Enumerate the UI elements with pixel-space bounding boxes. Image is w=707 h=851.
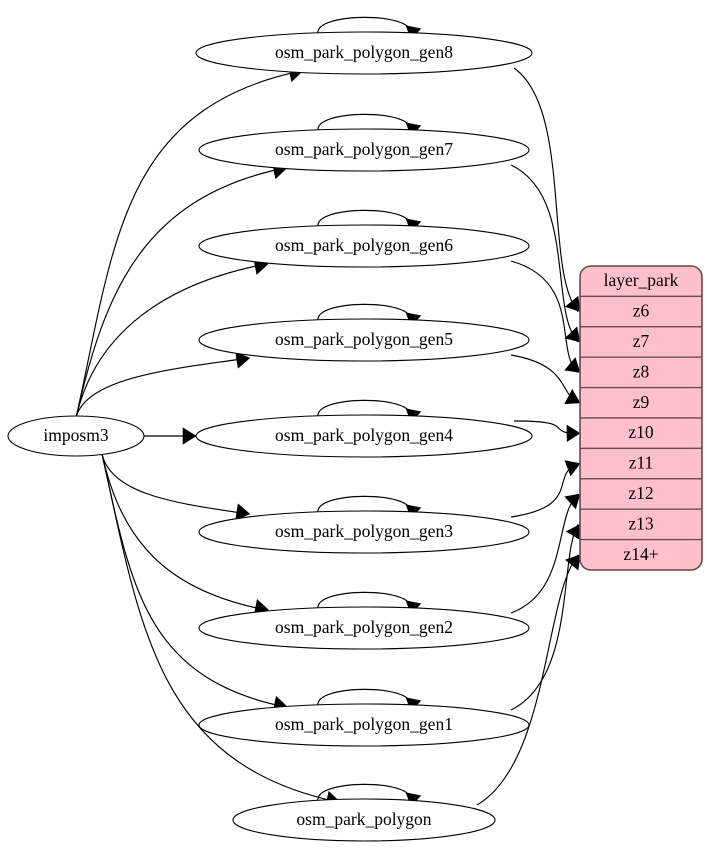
- table-row-label: z8: [633, 361, 650, 381]
- source-edge: [101, 453, 338, 803]
- node-label: osm_park_polygon_gen7: [275, 139, 453, 159]
- node-label: osm_park_polygon_gen8: [275, 42, 453, 62]
- layer-edge: [513, 67, 579, 312]
- node-osm_park_polygon_gen6[interactable]: osm_park_polygon_gen6: [198, 224, 530, 268]
- layer-edge: [510, 354, 579, 404]
- node-label: osm_park_polygon_gen1: [275, 714, 453, 734]
- source-edge: [75, 357, 248, 419]
- node-ellipse-shape: [198, 224, 530, 268]
- table-row-z8[interactable]: [580, 356, 702, 389]
- node-label: osm_park_polygon_gen4: [275, 425, 453, 445]
- layer-park-table: layer_park z6 z7 z8 z9 z10 z11 z12 z13 z14+: [579, 265, 703, 571]
- source-edge-arrow: [182, 427, 197, 445]
- node-ellipse-shape: [198, 510, 530, 554]
- layer-edge-arrow: [564, 326, 581, 343]
- node-osm_park_polygon_gen2[interactable]: osm_park_polygon_gen2: [198, 606, 530, 650]
- node-osm_park_polygon[interactable]: osm_park_polygon: [232, 798, 496, 842]
- layer-edge: [476, 554, 579, 806]
- table-row-label: z6: [633, 301, 650, 321]
- layer-edge-arrow: [564, 357, 581, 373]
- table-body: layer_park z6 z7 z8 z9 z10 z11 z12 z13 z14+: [580, 266, 702, 570]
- layer-edge-arrow: [564, 493, 581, 510]
- edges-layer: [75, 16, 581, 808]
- nodes-layer: osm_park_polygon_gen8 osm_park_polygon_ge…: [7, 31, 533, 842]
- table-row-z14+[interactable]: [580, 538, 702, 570]
- node-ellipse-shape: [198, 703, 530, 747]
- node-osm_park_polygon_gen7[interactable]: osm_park_polygon_gen7: [198, 128, 530, 172]
- node-label: imposm3: [43, 425, 108, 445]
- source-edge: [101, 453, 286, 708]
- node-ellipse-shape: [198, 128, 530, 172]
- table-row-label: z11: [629, 453, 654, 473]
- table-row-label: z9: [633, 392, 650, 412]
- node-ellipse-shape: [232, 798, 496, 842]
- table-row-label: z7: [633, 331, 650, 351]
- layer-edge-arrow: [566, 424, 581, 442]
- table-outline: [579, 265, 703, 571]
- node-osm_park_polygon_gen1[interactable]: osm_park_polygon_gen1: [198, 703, 530, 747]
- node-imposm3[interactable]: imposm3: [7, 415, 145, 457]
- table-row-label: z13: [628, 513, 654, 533]
- source-edge-arrow: [235, 351, 251, 369]
- node-ellipse-shape: [198, 606, 530, 650]
- layer-edge: [510, 524, 579, 711]
- source-edge: [75, 70, 301, 419]
- layer-edge-arrow: [564, 295, 581, 313]
- layer-edge-arrow: [564, 388, 581, 405]
- source-edge-arrow: [235, 503, 251, 521]
- layer-edge: [510, 260, 579, 373]
- table-row-label: z12: [628, 483, 653, 503]
- node-label: osm_park_polygon_gen3: [275, 521, 453, 541]
- table-header-label: layer_park: [604, 270, 679, 290]
- layer-edge: [510, 164, 579, 343]
- node-label: osm_park_polygon: [296, 809, 431, 829]
- table-row-label: z10: [628, 422, 654, 442]
- table-row-z11[interactable]: [580, 447, 702, 480]
- node-osm_park_polygon_gen8[interactable]: osm_park_polygon_gen8: [195, 31, 533, 75]
- node-ellipse-shape: [7, 415, 145, 457]
- node-osm_park_polygon_gen5[interactable]: osm_park_polygon_gen5: [198, 318, 530, 362]
- table-row-z9[interactable]: [580, 386, 702, 419]
- layer-edge-arrow: [564, 460, 581, 477]
- node-osm_park_polygon_gen3[interactable]: osm_park_polygon_gen3: [198, 510, 530, 554]
- table-row-z6[interactable]: [580, 295, 702, 328]
- table-row-label: z14+: [623, 544, 658, 564]
- node-label: osm_park_polygon_gen5: [275, 329, 453, 349]
- source-edge: [75, 167, 285, 419]
- node-ellipse-shape: [198, 318, 530, 362]
- source-edge: [101, 453, 267, 611]
- source-edge: [75, 263, 267, 419]
- node-label: osm_park_polygon_gen2: [275, 617, 453, 637]
- layer-edge: [510, 493, 579, 614]
- layer-edge: [510, 463, 579, 518]
- node-ellipse-shape: [195, 31, 533, 75]
- source-edge: [101, 453, 248, 515]
- node-label: osm_park_polygon_gen6: [275, 235, 453, 255]
- node-ellipse-shape: [195, 414, 533, 458]
- node-osm_park_polygon_gen4[interactable]: osm_park_polygon_gen4: [195, 414, 533, 458]
- layer-edge-arrow: [564, 554, 581, 571]
- table-row-z13[interactable]: [580, 508, 702, 541]
